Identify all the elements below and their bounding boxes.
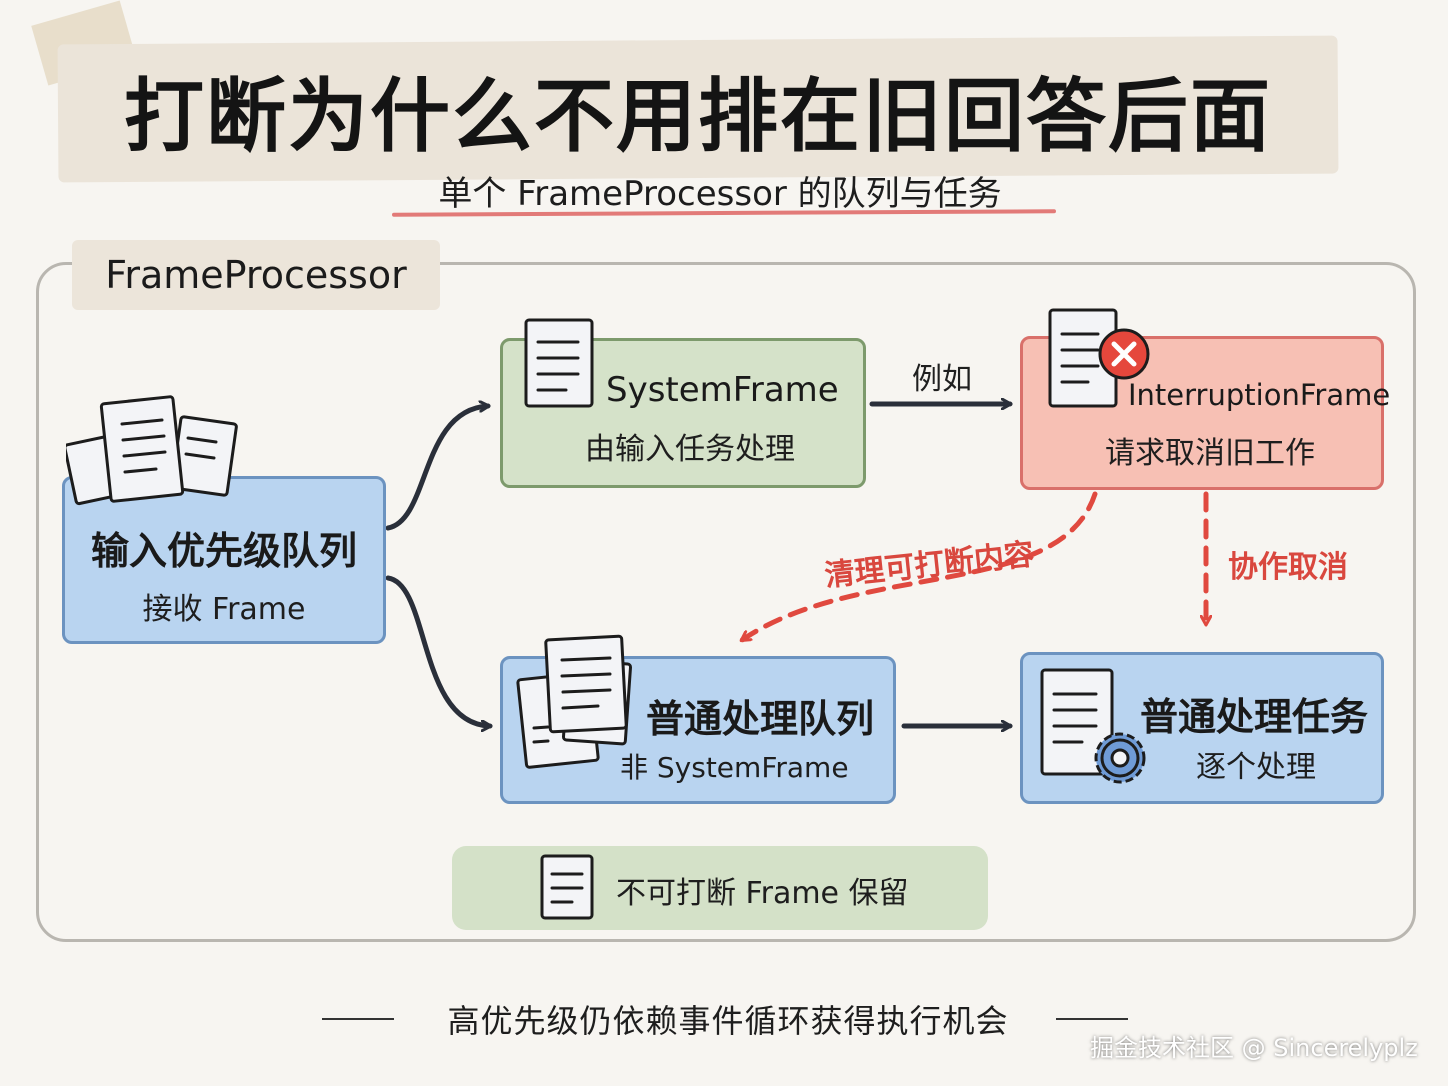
documents-stack-icon: [516, 634, 633, 769]
keep-note-text: 不可打断 Frame 保留: [616, 876, 909, 911]
footer-text: 高优先级仍依赖事件循环获得执行机会: [447, 1002, 1009, 1040]
document-cancel-icon: [1048, 308, 1150, 408]
interruption-frame-sub: 请求取消旧工作: [1105, 436, 1315, 471]
edge-input-to-normal: [385, 575, 493, 726]
documents-stack-icon: [66, 395, 238, 506]
page-subtitle: 单个 FrameProcessor 的队列与任务: [438, 174, 1002, 214]
watermark: 掘金技术社区 @ Sincerelyplz: [1090, 1034, 1418, 1062]
edge-label-cooperative-cancel: 协作取消: [1228, 550, 1348, 585]
page-title: 打断为什么不用排在旧回答后面: [124, 70, 1272, 163]
input-queue-sub: 接收 Frame: [142, 592, 306, 627]
container-label: FrameProcessor: [72, 240, 440, 310]
document-icon: [524, 318, 594, 408]
interruption-frame-title: InterruptionFrame: [1128, 378, 1391, 412]
input-priority-queue-box: [62, 476, 386, 644]
document-icon: [540, 854, 594, 920]
edge-input-to-system: [385, 406, 491, 531]
normal-task-title: 普通处理任务: [1140, 695, 1369, 739]
normal-queue-sub: 非 SystemFrame: [620, 751, 849, 784]
document-gear-icon: [1040, 668, 1146, 784]
edge-label-example: 例如: [912, 362, 972, 397]
edge-clear-interruptible: [739, 491, 1098, 643]
system-frame-sub: 由输入任务处理: [585, 432, 795, 467]
footer-divider-right: [1056, 1018, 1128, 1020]
system-frame-title: SystemFrame: [606, 370, 839, 410]
footer-divider-left: [322, 1018, 394, 1020]
input-queue-title: 输入优先级队列: [90, 529, 357, 573]
normal-queue-title: 普通处理队列: [646, 697, 875, 741]
frameprocessor-container: [36, 262, 1416, 942]
normal-task-sub: 逐个处理: [1196, 750, 1316, 785]
